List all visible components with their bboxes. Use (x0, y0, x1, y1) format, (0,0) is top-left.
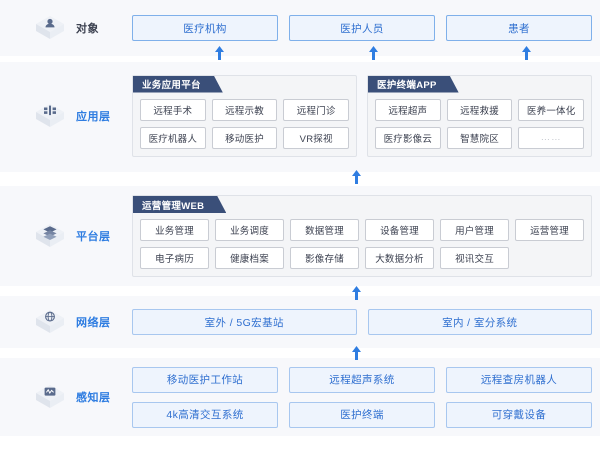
app-cell-smart-hospital[interactable]: 智慧院区 (446, 126, 513, 149)
sensing-box-medical-terminal[interactable]: 医护终端 (289, 401, 435, 428)
sensing-box-4k-hd-interaction-system[interactable]: 4k高清交互系统 (132, 401, 278, 428)
app-cell-remote-surgery[interactable]: 远程手术 (140, 98, 206, 121)
panel-row: 远程超声 远程救援 医养一体化 (375, 98, 585, 121)
layer-label-sensing: 感知层 (0, 382, 132, 412)
platform-cell-health-record[interactable]: 健康档案 (215, 247, 284, 269)
layer-title: 感知层 (76, 392, 111, 404)
panel-row: 业务管理 业务调度 数据管理 设备管理 用户管理 运营管理 (140, 219, 584, 241)
app-cell-integrated-care[interactable]: 医养一体化 (518, 98, 585, 121)
layer-title: 网络层 (76, 317, 111, 329)
panel-header: 医护终端APP (368, 76, 591, 93)
monitor-cube-icon (34, 382, 68, 412)
panel-business-application-platform: 业务应用平台 远程手术 远程示教 远程门诊 医疗机器人 移动医护 VR探视 (132, 74, 357, 157)
app-cell-remote-ultrasound[interactable]: 远程超声 (375, 98, 441, 121)
sensing-box-row-2: 4k高清交互系统 医护终端 可穿戴设备 (132, 401, 592, 428)
app-cell-mobile-care[interactable]: 移动医护 (211, 126, 278, 149)
platform-cell-business-management[interactable]: 业务管理 (140, 219, 209, 241)
platform-cell-image-storage[interactable]: 影像存储 (290, 247, 359, 269)
platform-cell-electronic-medical-record[interactable]: 电子病历 (140, 247, 209, 269)
app-cell-remote-rescue[interactable]: 远程救援 (446, 98, 513, 121)
platform-layer-content: 运营管理WEB 业务管理 业务调度 数据管理 设备管理 用户管理 运营管理 电子… (132, 195, 600, 277)
arrow-up-icon-1 (215, 46, 224, 60)
panel-title: 医护终端APP (377, 80, 437, 91)
app-panels: 业务应用平台 远程手术 远程示教 远程门诊 医疗机器人 移动医护 VR探视 (132, 74, 592, 157)
layer-app: 应用层 业务应用平台 远程手术 远程示教 远程门诊 医疗机器人 移动医护 (0, 68, 600, 163)
platform-cell-operation-management[interactable]: 运营管理 (515, 219, 584, 241)
layer-platform: 平台层 运营管理WEB 业务管理 业务调度 数据管理 设备管理 用户管理 运营管… (0, 192, 600, 280)
panel-row: 远程手术 远程示教 远程门诊 (140, 98, 350, 121)
layer-sensing: 感知层 移动医护工作站 远程超声系统 远程查房机器人 4k高清交互系统 医护终端… (0, 364, 600, 430)
object-box-medical-staff[interactable]: 医护人员 (289, 15, 435, 41)
platform-cell-big-data-analysis[interactable]: 大数据分析 (365, 247, 434, 269)
platform-cell-empty (515, 247, 584, 269)
object-box-row: 医疗机构 医护人员 患者 (132, 15, 592, 41)
layer-title: 应用层 (76, 110, 111, 123)
user-cube-icon (34, 13, 68, 43)
layer-label-network: 网络层 (0, 307, 132, 337)
object-box-patient[interactable]: 患者 (446, 15, 592, 41)
app-cell-medical-imaging-cloud[interactable]: 医疗影像云 (375, 126, 441, 149)
apps-cube-icon (34, 101, 68, 131)
panel-medical-terminal-app: 医护终端APP 远程超声 远程救援 医养一体化 医疗影像云 智慧院区 …… (367, 74, 592, 157)
layer-object: 对象 医疗机构 医护人员 患者 (0, 8, 600, 48)
layer-label-object: 对象 (0, 13, 132, 43)
arrow-up-icon-6 (352, 346, 361, 360)
arrow-up-icon-5 (352, 286, 361, 300)
app-cell-remote-clinic[interactable]: 远程门诊 (283, 98, 350, 121)
app-cell-remote-teaching[interactable]: 远程示教 (211, 98, 278, 121)
app-cell-medical-robot[interactable]: 医疗机器人 (140, 126, 206, 149)
layer-title: 对象 (76, 23, 99, 35)
arrow-up-icon-2 (369, 46, 378, 60)
platform-cell-data-management[interactable]: 数据管理 (290, 219, 359, 241)
platform-cell-business-scheduling[interactable]: 业务调度 (215, 219, 284, 241)
stack-cube-icon (34, 221, 68, 251)
layer-title: 平台层 (76, 231, 111, 243)
sensing-box-mobile-care-workstation[interactable]: 移动医护工作站 (132, 366, 278, 393)
network-layer-content: 室外 / 5G宏基站 室内 / 室分系统 (132, 309, 600, 335)
panel-row: 电子病历 健康档案 影像存储 大数据分析 视讯交互 (140, 247, 584, 269)
sensing-layer-content: 移动医护工作站 远程超声系统 远程查房机器人 4k高清交互系统 医护终端 可穿戴… (132, 366, 600, 428)
sensing-box-row-1: 移动医护工作站 远程超声系统 远程查房机器人 (132, 366, 592, 393)
arrow-up-icon-3 (522, 46, 531, 60)
panel-operation-management-web: 运营管理WEB 业务管理 业务调度 数据管理 设备管理 用户管理 运营管理 电子… (132, 195, 592, 277)
panel-title: 业务应用平台 (142, 80, 201, 91)
globe-cube-icon (34, 307, 68, 337)
panel-title: 运营管理WEB (142, 200, 205, 212)
platform-cell-device-management[interactable]: 设备管理 (365, 219, 434, 241)
platform-cell-video-interaction[interactable]: 视讯交互 (440, 247, 509, 269)
object-layer-content: 医疗机构 医护人员 患者 (132, 15, 600, 41)
object-box-medical-institution[interactable]: 医疗机构 (132, 15, 278, 41)
arrow-up-icon-4 (352, 170, 361, 184)
layer-label-app: 应用层 (0, 101, 132, 131)
sensing-box-remote-ward-round-robot[interactable]: 远程查房机器人 (446, 366, 592, 393)
app-cell-vr-visit[interactable]: VR探视 (283, 126, 350, 149)
layer-label-platform: 平台层 (0, 221, 132, 251)
network-box-row: 室外 / 5G宏基站 室内 / 室分系统 (132, 309, 592, 335)
sensing-box-wearable-device[interactable]: 可穿戴设备 (446, 401, 592, 428)
network-box-indoor-distribution-system[interactable]: 室内 / 室分系统 (367, 309, 592, 335)
panel-header: 运营管理WEB (133, 196, 591, 213)
app-cell-more[interactable]: …… (518, 126, 585, 149)
app-layer-content: 业务应用平台 远程手术 远程示教 远程门诊 医疗机器人 移动医护 VR探视 (132, 74, 600, 157)
network-box-outdoor-5g-macro-station[interactable]: 室外 / 5G宏基站 (132, 309, 357, 335)
layer-network: 网络层 室外 / 5G宏基站 室内 / 室分系统 (0, 302, 600, 342)
platform-panels: 运营管理WEB 业务管理 业务调度 数据管理 设备管理 用户管理 运营管理 电子… (132, 195, 592, 277)
platform-cell-user-management[interactable]: 用户管理 (440, 219, 509, 241)
panel-row: 医疗影像云 智慧院区 …… (375, 126, 585, 149)
sensing-box-remote-ultrasound-system[interactable]: 远程超声系统 (289, 366, 435, 393)
panel-header: 业务应用平台 (133, 76, 356, 93)
panel-row: 医疗机器人 移动医护 VR探视 (140, 126, 350, 149)
